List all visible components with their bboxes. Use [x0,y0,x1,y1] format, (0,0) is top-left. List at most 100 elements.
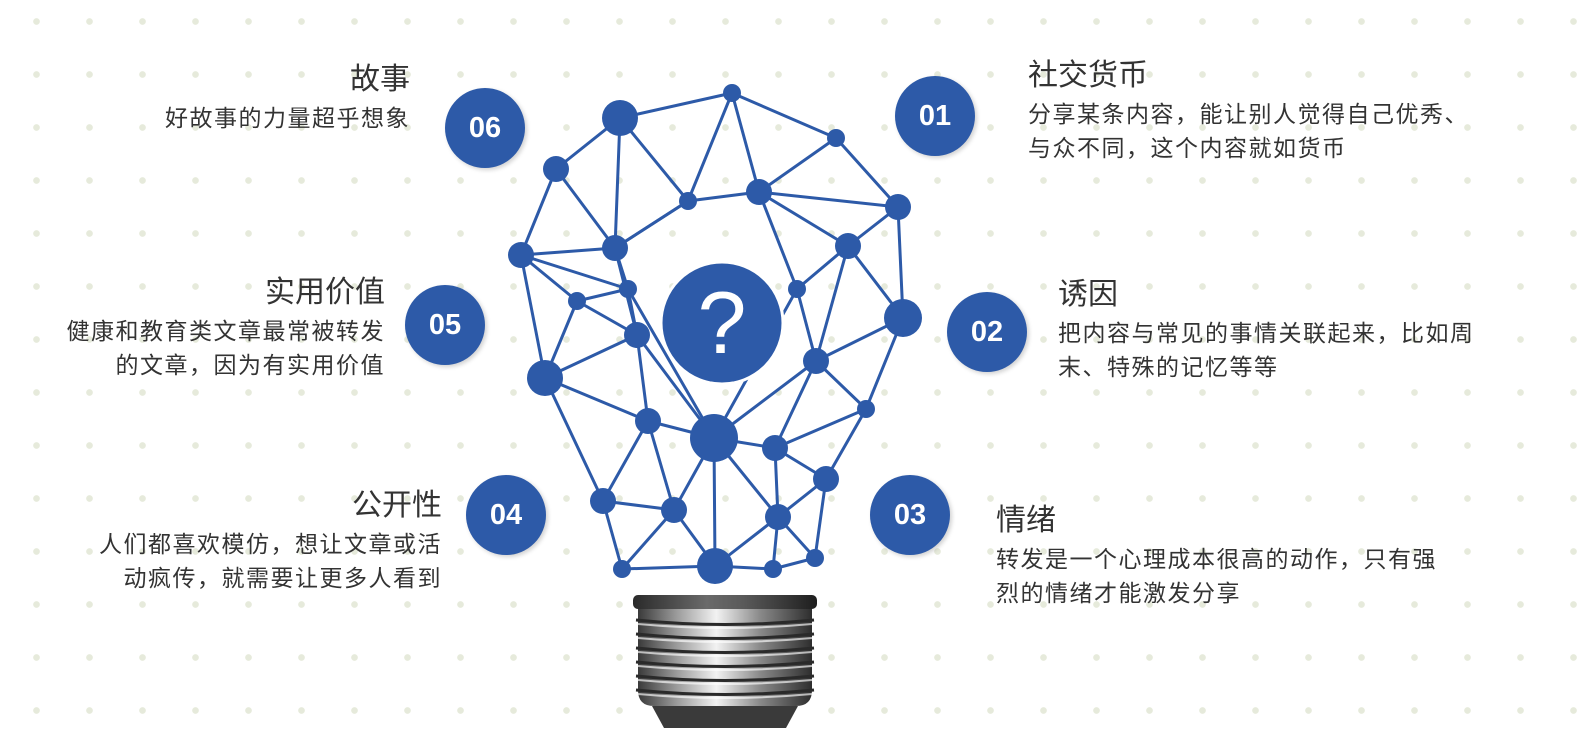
network-node [590,488,616,514]
network-node [602,100,638,136]
network-node [613,560,631,578]
network-edge [620,508,676,571]
item-story: 故事 好故事的力量超乎想象 [165,62,410,136]
network-edge [601,419,650,503]
network-nodes [508,84,922,584]
network-edge [646,419,676,512]
network-edge [554,167,617,250]
item-desc-line: 动疯传，就需要让更多人看到 [123,566,442,592]
network-node [624,322,650,348]
network-edge [757,190,900,209]
network-node [602,235,628,261]
network-edge [543,376,650,423]
item-desc-line: 转发是一个心理成本很高的动作，只有强 [996,547,1437,573]
item-publicity: 公开性 人们都喜欢模仿，想让文章或活 动疯传，就需要让更多人看到 [99,488,442,596]
network-node [723,84,741,102]
bulb-thread-highlight [637,693,813,699]
network-node [803,348,829,374]
network-node [813,466,839,492]
item-desc-line: 的文章，因为有实用价值 [115,353,385,379]
bulb-thread-highlight [637,637,813,643]
bulb-tip [652,706,798,728]
badge-01: 01 [895,76,975,156]
network-edge [773,407,868,450]
item-title: 实用价值 [265,275,385,310]
item-desc: 好故事的力量超乎想象 [165,102,410,136]
item-desc-line: 烈的情绪才能激发分享 [996,581,1241,607]
network-node [764,560,782,578]
network-edge [814,244,850,363]
item-desc-line: 末、特殊的记忆等等 [1058,355,1279,381]
badge-02: 02 [947,292,1027,372]
network-node [762,435,788,461]
item-title: 故事 [350,62,410,97]
network-edge [824,407,868,481]
item-desc: 转发是一个心理成本很高的动作，只有强 烈的情绪才能激发分享 [996,543,1437,611]
bulb-thread-highlight [637,679,813,685]
item-desc: 分享某条内容，能让别人觉得自己优秀、 与众不同，这个内容就如货币 [1028,98,1469,166]
bulb-thread [635,688,815,696]
item-desc-line: 把内容与常见的事情关联起来，比如周 [1058,321,1475,347]
network-edge [635,333,650,423]
item-desc-line: 健康和教育类文章最常被转发 [66,319,385,345]
bulb-thread [635,660,815,668]
item-desc: 把内容与常见的事情关联起来，比如周 末、特殊的记忆等等 [1058,317,1475,385]
bulb-thread [635,618,815,626]
network-node [857,400,875,418]
network-edge [757,190,799,291]
item-desc: 健康和教育类文章最常被转发 的文章，因为有实用价值 [67,315,386,383]
network-edge [757,190,850,248]
network-node [827,129,845,147]
network-edge [543,376,605,503]
network-edge [686,91,734,203]
bulb-thread [635,674,815,682]
network-node [635,408,661,434]
network-edge [519,253,547,380]
network-edge [834,136,900,209]
network-node [527,360,563,396]
network-node [543,156,569,182]
network-node [661,497,687,523]
network-edge [519,167,558,257]
network-node [746,179,772,205]
bulb-thread [635,646,815,654]
network-node [690,414,738,462]
badge-03: 03 [870,475,950,555]
network-edge [757,136,838,194]
badge-04: 04 [466,475,546,555]
network-edge [813,477,828,560]
item-title: 社交货币 [1028,58,1148,93]
network-node [835,233,861,259]
center-node [659,260,785,386]
network-node [788,280,806,298]
item-desc-line: 好故事的力量超乎想象 [165,106,410,132]
network-edge [613,116,622,250]
item-desc: 人们都喜欢模仿，想让文章或活 动疯传，就需要让更多人看到 [99,528,442,596]
network-node [765,504,791,530]
item-emotion: 情绪 转发是一个心理成本很高的动作，只有强 烈的情绪才能激发分享 [996,503,1437,611]
network-node [619,280,637,298]
network-node [679,192,697,210]
item-title: 情绪 [996,503,1056,538]
question-mark-icon: ? [697,273,747,372]
network-edge [626,287,716,440]
network-edge [730,91,838,140]
item-title: 公开性 [352,488,442,523]
item-desc-line: 人们都喜欢模仿，想让文章或活 [99,532,442,558]
network-node [508,242,534,268]
item-trigger: 诱因 把内容与常见的事情关联起来，比如周 末、特殊的记忆等等 [1058,277,1475,385]
bulb-thread-body [638,609,812,706]
bulb-thread-highlight [637,623,813,629]
network-edge [613,199,690,250]
badge-06: 06 [445,88,525,168]
bulb-thread [635,632,815,640]
network-node [697,548,733,584]
network-node [884,299,922,337]
bulb-screw-base [633,595,817,728]
item-practical-value: 实用价值 健康和教育类文章最常被转发 的文章，因为有实用价值 [67,275,386,383]
network-edge [773,359,818,450]
network-edge [618,91,734,120]
item-desc-line: 分享某条内容，能让别人觉得自己优秀、 [1028,102,1469,128]
network-edge [519,253,630,291]
